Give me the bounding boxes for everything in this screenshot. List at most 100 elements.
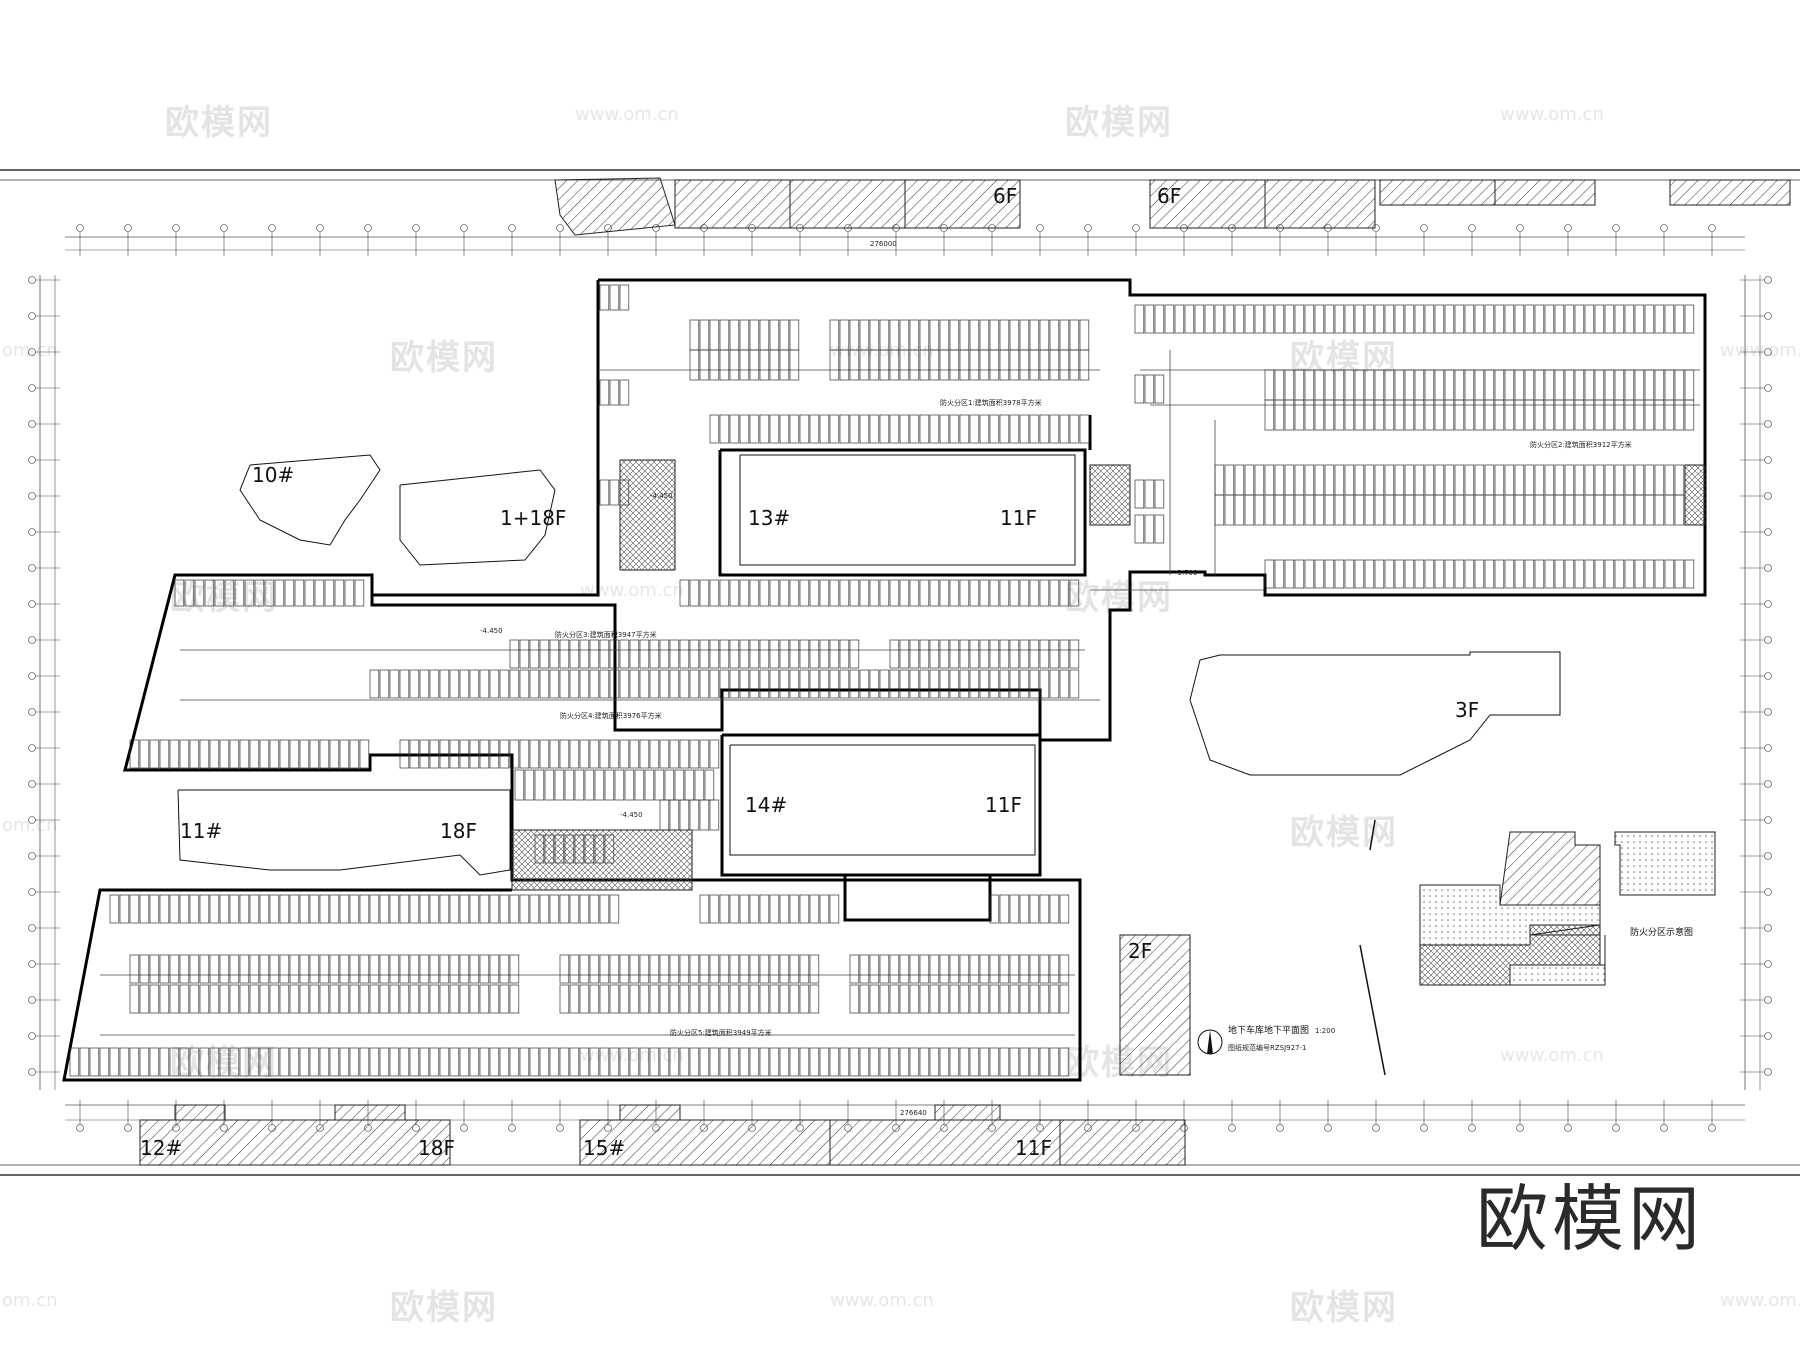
parking-stall [1424, 494, 1435, 526]
parking-stall [1324, 464, 1335, 496]
top-neighbor-buildings [554, 177, 1791, 236]
parking-stall [779, 954, 790, 984]
parking-stall [959, 414, 970, 444]
parking-stall [929, 639, 940, 669]
grid-axis-bubble [1420, 224, 1428, 232]
grid-axis-bubble [1764, 744, 1772, 752]
parking-stall [1019, 984, 1030, 1014]
parking-stall [1664, 464, 1675, 496]
parking-stall [199, 894, 210, 924]
parking-stall [429, 1047, 440, 1077]
parking-stall [1684, 559, 1695, 589]
parking-stall [749, 954, 760, 984]
parking-stall [699, 984, 710, 1014]
parking-stall [1009, 954, 1020, 984]
parking-stall [1154, 304, 1165, 334]
parking-stall [1534, 494, 1545, 526]
parking-stall [289, 1047, 300, 1077]
grid-axis-bubble [1708, 1124, 1716, 1132]
parking-stall [589, 954, 600, 984]
parking-stall [249, 984, 260, 1014]
parking-stall [969, 984, 980, 1014]
parking-stall [419, 739, 430, 769]
parking-stall [1384, 464, 1395, 496]
parking-stall [1634, 494, 1645, 526]
parking-stall [599, 379, 610, 406]
parking-stall [869, 414, 880, 444]
watermark-url: www.om.cn [1500, 1045, 1604, 1066]
parking-stall [589, 739, 600, 769]
grid-axis-bubble [1468, 1124, 1476, 1132]
parking-stall [739, 1047, 750, 1077]
parking-stall [849, 349, 860, 381]
parking-stall [709, 579, 720, 607]
parking-stall [579, 669, 590, 699]
parking-stall [1334, 464, 1345, 496]
grid-axis-bubble [1764, 780, 1772, 788]
parking-stall [509, 984, 520, 1014]
parking-stall [1494, 464, 1505, 496]
parking-stall [199, 984, 210, 1014]
parking-stall [1444, 399, 1455, 431]
fire-zone-label: 防火分区2:建筑面积3912平方米 [1530, 440, 1632, 449]
parking-stall [1029, 984, 1040, 1014]
parking-stall [1604, 399, 1615, 431]
parking-stall [879, 1047, 890, 1077]
parking-stall [279, 894, 290, 924]
parking-stall [1039, 319, 1050, 351]
parking-stall [1644, 494, 1655, 526]
parking-stall [1454, 399, 1465, 431]
parking-stall [1059, 639, 1070, 669]
parking-stall [689, 669, 700, 699]
parking-stall [1614, 369, 1625, 401]
parking-stall [1404, 559, 1415, 589]
parking-stall [619, 284, 630, 311]
parking-stall [979, 984, 990, 1014]
parking-stall [989, 579, 1000, 607]
parking-stall [879, 954, 890, 984]
parking-stall [139, 1047, 150, 1077]
parking-stall [1504, 399, 1515, 431]
grid-axis-bubble [28, 600, 36, 608]
parking-stall [889, 639, 900, 669]
grid-axis-bubble [28, 672, 36, 680]
parking-stall [1384, 304, 1395, 334]
parking-stall [1534, 399, 1545, 431]
parking-stall [1534, 464, 1545, 496]
parking-stall [1624, 559, 1635, 589]
parking-stall [1454, 464, 1465, 496]
level-mark: -3.700 [1175, 569, 1198, 577]
parking-stall [1514, 464, 1525, 496]
parking-stall [1404, 399, 1415, 431]
grid-axis-bubble [556, 224, 564, 232]
parking-stall [849, 579, 860, 607]
parking-stall [699, 954, 710, 984]
parking-stall [879, 414, 890, 444]
parking-stall [1414, 559, 1425, 589]
parking-stall [1574, 559, 1585, 589]
parking-stall [1574, 494, 1585, 526]
parking-stall [609, 669, 620, 699]
parking-stall [1664, 304, 1675, 334]
parking-stall [269, 1047, 280, 1077]
parking-stall [1654, 464, 1665, 496]
parking-stall [1654, 399, 1665, 431]
parking-stall [519, 1047, 530, 1077]
parking-stall [319, 984, 330, 1014]
parking-stall [1294, 304, 1305, 334]
parking-stall [1524, 399, 1535, 431]
parking-stall [749, 639, 760, 669]
parking-stall [219, 1047, 230, 1077]
grid-axis-bubble [124, 224, 132, 232]
parking-stall [849, 319, 860, 351]
parking-stall [709, 894, 720, 924]
parking-stall [949, 349, 960, 381]
parking-stall [859, 414, 870, 444]
parking-stall [249, 954, 260, 984]
parking-stall [1544, 399, 1555, 431]
grid-axis-bubble [1612, 1124, 1620, 1132]
parking-stall [309, 894, 320, 924]
grid-axis-bubble [1660, 1124, 1668, 1132]
parking-stall [639, 1047, 650, 1077]
grid-axis-bubble [1764, 996, 1772, 1004]
